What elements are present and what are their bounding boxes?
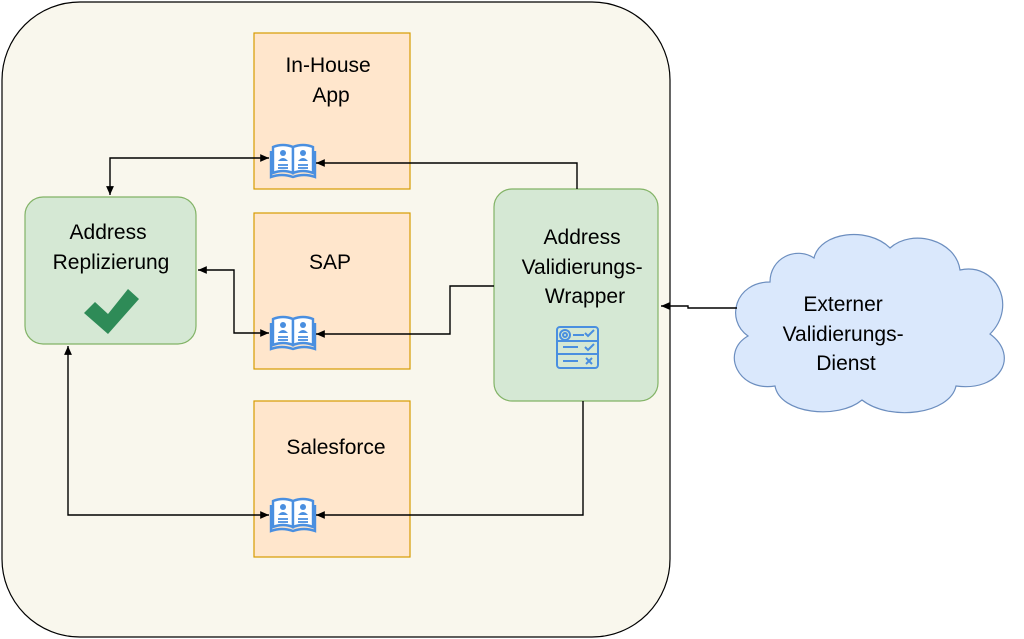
connector-replizierung-inhouse <box>106 154 269 195</box>
node-label-line: Validierungs- <box>783 323 904 346</box>
node-label-line: Dienst <box>816 352 876 375</box>
node-validierungs-wrapper: Address Validierungs- Wrapper <box>493 188 659 402</box>
node-label-line: App <box>312 84 349 107</box>
node-label: In-House App <box>285 54 376 107</box>
cloud-shape <box>733 234 1005 414</box>
connector-wrapper-sap <box>316 285 494 338</box>
node-address-replizierung: Address Replizierung <box>24 196 197 345</box>
node-inhouse-app: In-House App <box>253 32 411 190</box>
node-label: Externer Validierungs- Dienst <box>783 293 910 375</box>
node-label: Address Validierungs- Wrapper <box>522 226 649 308</box>
address-book-icon <box>269 315 317 351</box>
connector-wrapper-salesforce <box>316 401 584 519</box>
node-salesforce: Salesforce <box>253 400 411 558</box>
node-label-line: Replizierung <box>53 251 170 274</box>
node-externer-dienst: Externer Validierungs- Dienst <box>733 234 1005 414</box>
connector-replizierung-sap <box>198 266 269 337</box>
node-label: Address Replizierung <box>53 221 170 274</box>
connector-extern-wrapper <box>661 302 737 310</box>
address-book-icon <box>269 497 317 533</box>
node-label-line: Address <box>70 221 147 244</box>
connector-replizierung-salesforce <box>64 346 269 519</box>
connector-wrapper-inhouse <box>316 159 578 189</box>
node-label-line: Validierungs- <box>522 256 643 279</box>
node-label-line: In-House <box>285 54 370 77</box>
address-book-icon <box>269 143 317 179</box>
node-label-line: Address <box>544 226 621 249</box>
node-label-line: Wrapper <box>545 285 625 308</box>
node-sap: SAP <box>253 212 411 370</box>
checkmark-icon <box>84 289 139 334</box>
node-label: Salesforce <box>286 436 385 459</box>
validation-form-icon <box>556 326 599 369</box>
node-label: SAP <box>309 251 351 274</box>
node-label-line: Externer <box>803 293 882 316</box>
